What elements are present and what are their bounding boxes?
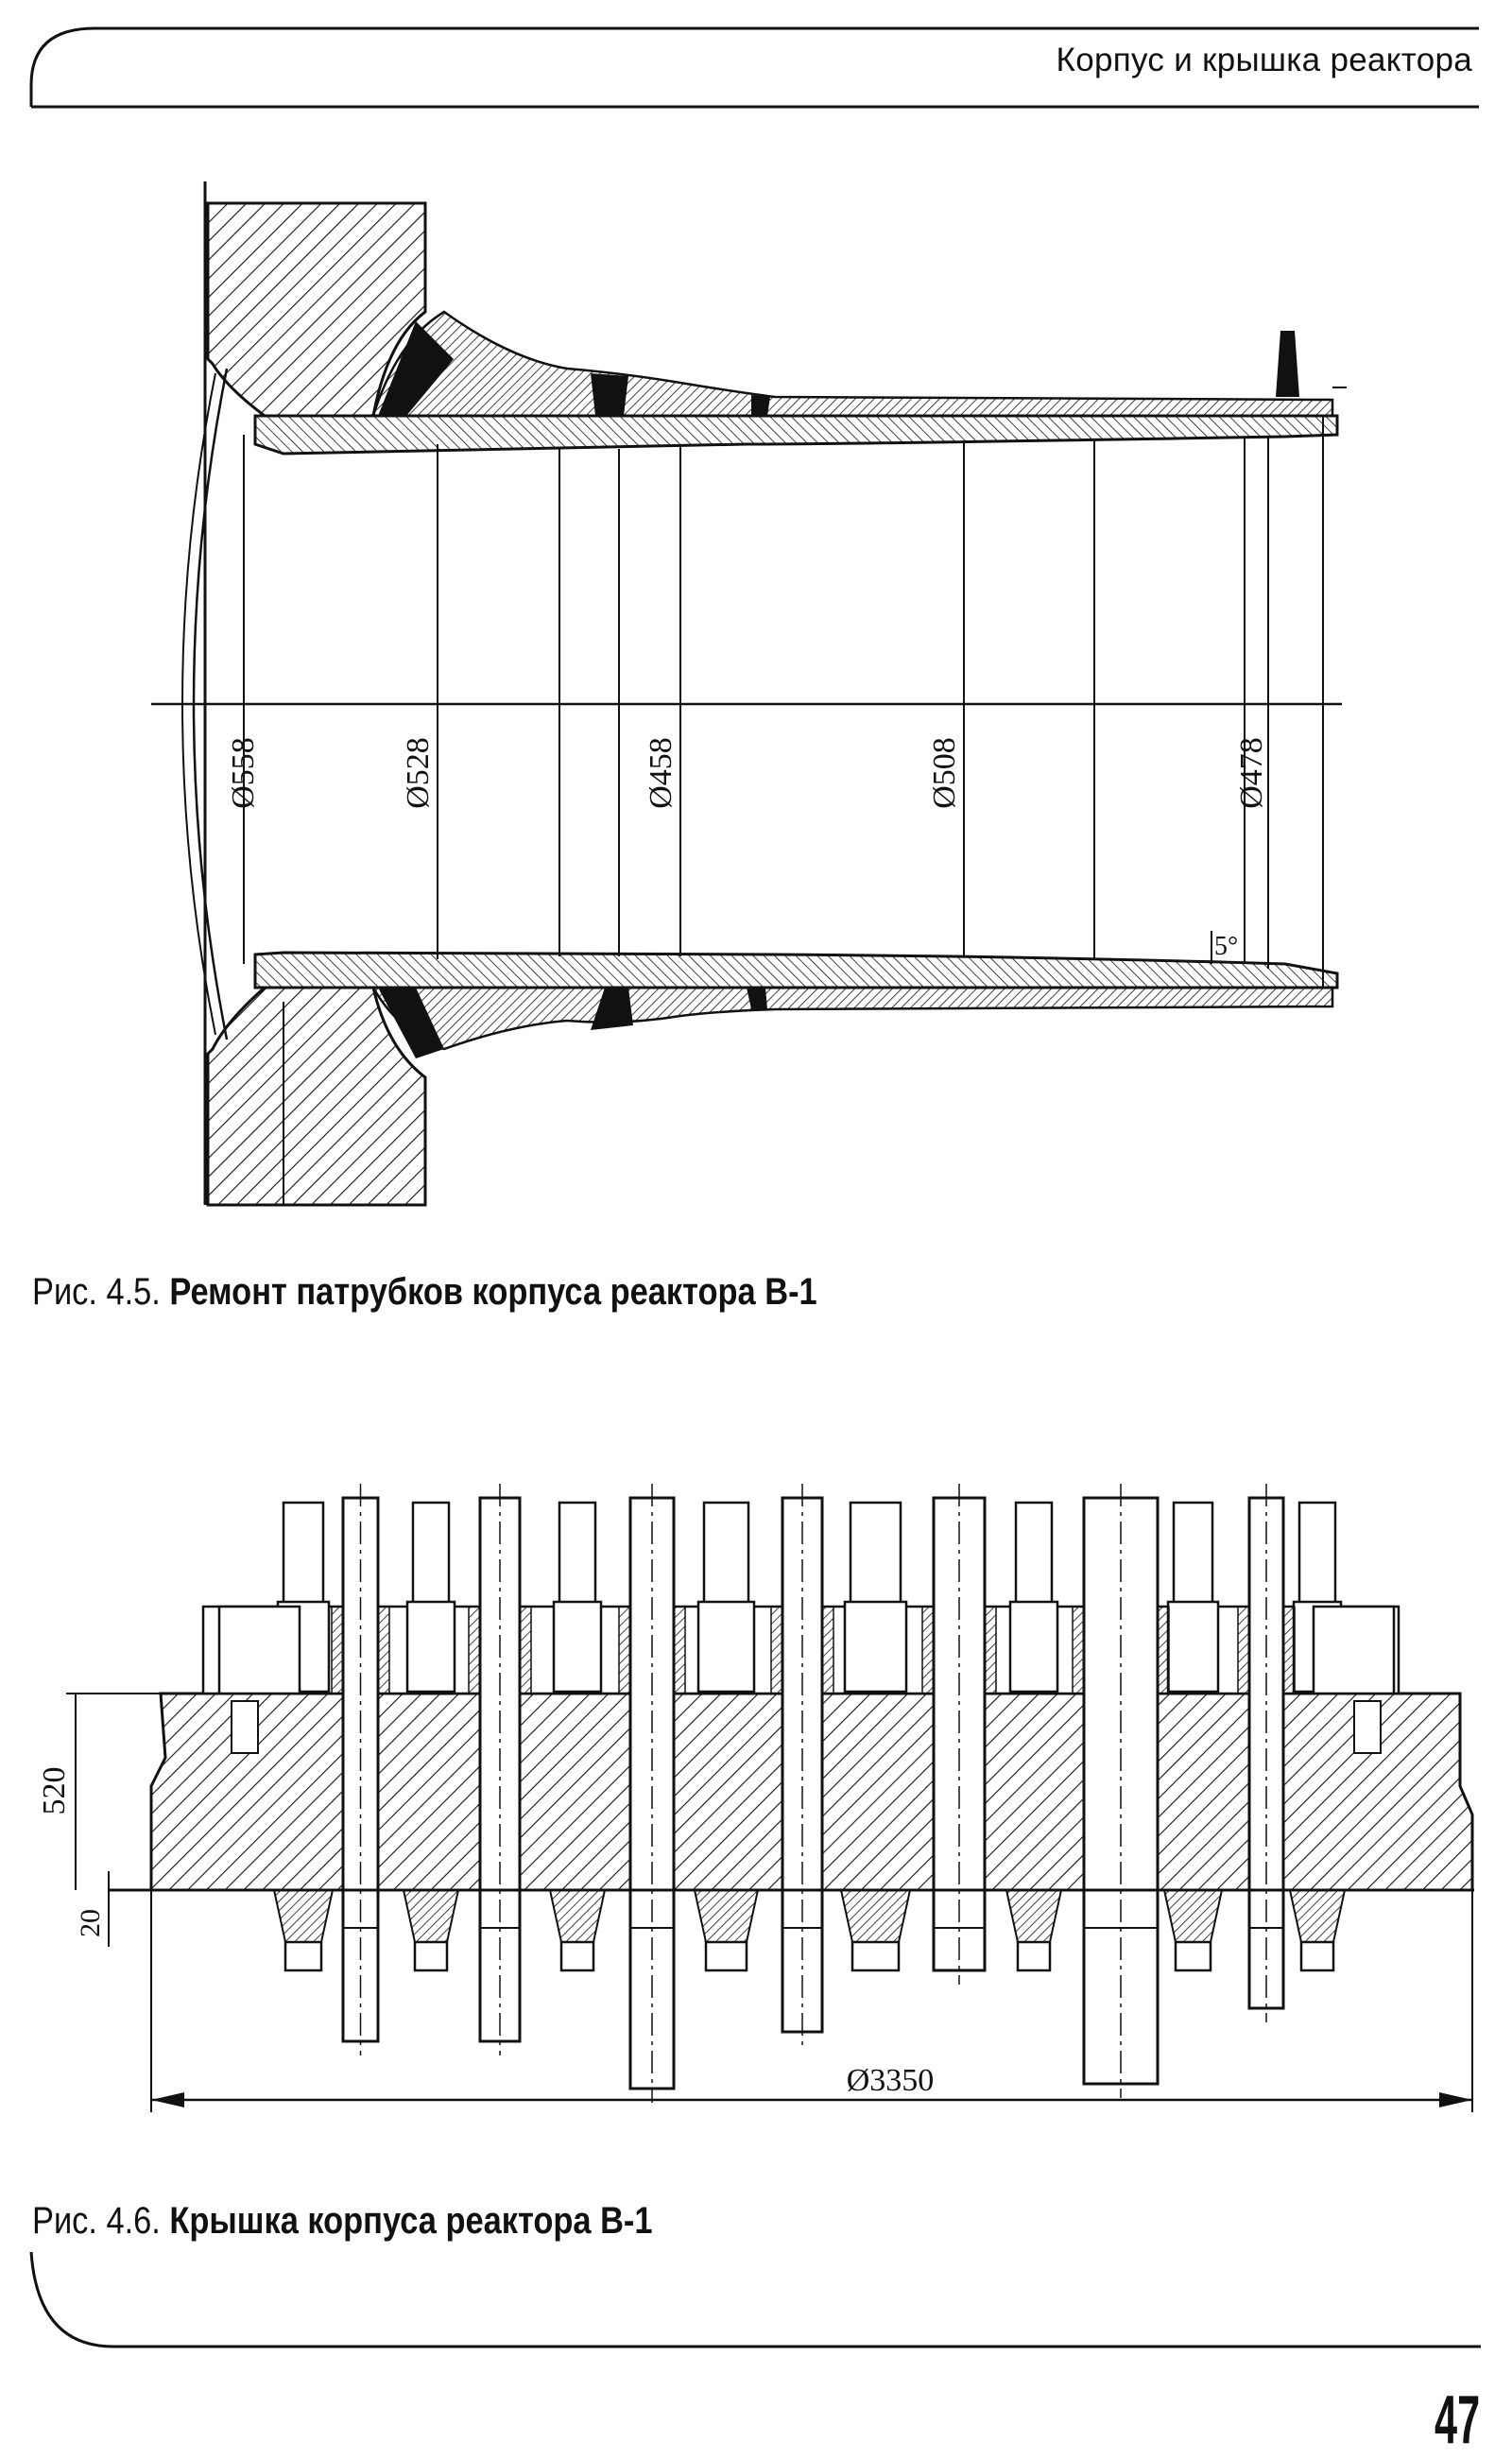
stud-sleeve [377,1606,390,1694]
dimension-label-458: Ø458 [644,737,679,809]
stud-sleeve [1237,1606,1250,1694]
nut [843,1600,908,1694]
short-stud [282,1501,325,1608]
nozzle-cone [693,1889,760,1943]
nozzle-cap [413,1940,449,1972]
nut [405,1600,456,1694]
stud-sleeve [1282,1606,1296,1694]
short-stud [849,1501,902,1608]
nut [552,1600,603,1694]
header-frame [29,26,1479,109]
stud-sleeve [1072,1606,1085,1694]
stud-sleeve [519,1606,532,1694]
bolt-hole [231,1700,259,1754]
nozzle-cone [1288,1889,1347,1943]
running-header-title: Корпус и крышка реактора [1056,42,1472,78]
nozzle-cone [1162,1889,1224,1943]
end-nut [217,1605,301,1695]
nozzle-cap [1299,1940,1335,1972]
short-stud [1172,1501,1214,1608]
short-stud [558,1501,597,1608]
short-stud [1297,1501,1337,1608]
stud-sleeve [468,1606,481,1694]
bolt-hole [1353,1700,1382,1754]
stud-sleeve [673,1606,686,1694]
stud-sleeve [821,1606,834,1694]
nut [1008,1600,1059,1694]
angle-label: 5° [1214,932,1238,961]
dimension-label-478: Ø478 [1234,737,1269,809]
dimension-label-528: Ø528 [401,737,436,809]
nozzle-cap [704,1940,748,1972]
dimension-label-558: Ø558 [226,737,261,809]
short-stud [1014,1501,1054,1608]
page-number: 47 [1434,2382,1480,2458]
diameter-dimension-3350: Ø3350 [847,2063,935,2098]
height-dimension-520: 520 [37,1767,72,1815]
nozzle-cone [839,1889,912,1943]
offset-dimension-20: 20 [75,1909,106,1937]
nozzle-cap [1016,1940,1052,1972]
caption-number: Рис. 4.5. [32,1271,161,1313]
figure-reactor-cover-drawing: 520 20 Ø3350 [37,1484,1474,2112]
stud-sleeve [1157,1606,1170,1694]
nozzle-cone [402,1889,460,1943]
figure-4-5-caption: Рис. 4.5. Ремонт патрубков корпуса реакт… [32,1271,817,1314]
nozzle-cap [284,1940,323,1972]
dimension-label-508: Ø508 [927,737,962,809]
end-nut [1312,1605,1396,1695]
stud-sleeve [770,1606,783,1694]
stud-sleeve [984,1606,997,1694]
stud-sleeve [921,1606,935,1694]
nozzle-cone [1005,1889,1063,1943]
nut [1166,1600,1220,1694]
short-stud [702,1501,750,1608]
figure-nozzle-repair-drawing: Ø558 Ø528 Ø458 Ø508 Ø478 5° [151,181,1347,1207]
nozzle-cone [548,1889,607,1943]
stud-sleeve [331,1606,344,1694]
nozzle-cap [850,1940,901,1972]
caption-number: Рис. 4.6. [32,2200,161,2242]
nozzle-cap [559,1940,595,1972]
stud-sleeve [618,1606,631,1694]
footer-frame [29,2251,1481,2348]
figure-4-6-caption: Рис. 4.6. Крышка корпуса реактора В-1 [32,2200,653,2243]
nut [696,1600,756,1694]
caption-text: Крышка корпуса реактора В-1 [169,2200,653,2242]
nozzle-cap [1174,1940,1212,1972]
caption-text: Ремонт патрубков корпуса реактора В-1 [169,1271,817,1313]
short-stud [411,1501,451,1608]
nozzle-cone [272,1889,335,1943]
